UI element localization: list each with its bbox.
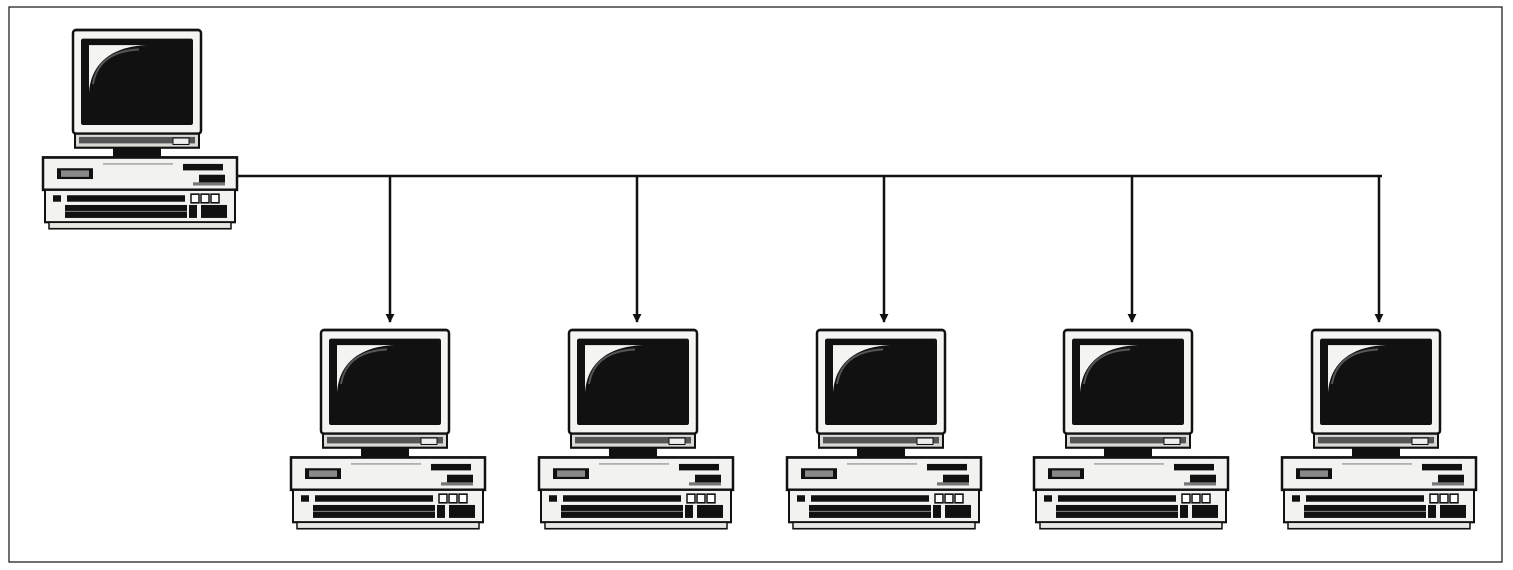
client-computer-icon-3 [785, 328, 983, 531]
diagram-frame [8, 6, 1503, 563]
client-computer-icon-5 [1280, 328, 1478, 531]
client-computer-icon-2 [537, 328, 735, 531]
client-computers [289, 328, 1478, 531]
client-computer-icon-1 [289, 328, 487, 531]
server-computer-icon [41, 28, 239, 231]
client-computer-icon-4 [1032, 328, 1230, 531]
connection-arrows [385, 176, 1384, 323]
